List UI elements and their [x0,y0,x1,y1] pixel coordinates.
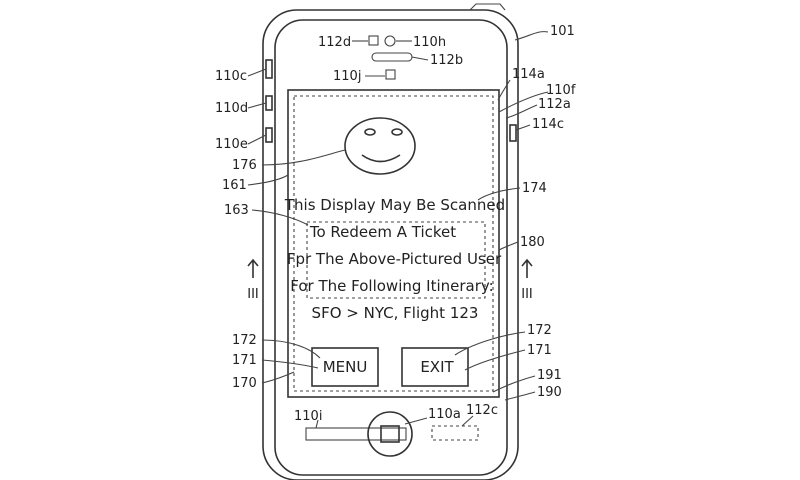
label-170: 170 [232,376,257,391]
home-button-square [380,425,400,443]
label-114c: 114c [532,117,564,132]
display-region-161 [293,95,494,392]
region-112c [431,425,479,441]
display-line-5: SFO > NYC, Flight 123 [312,304,479,322]
side-button-110d [265,95,273,111]
label-171-right: 171 [527,343,552,358]
label-161: 161 [222,178,247,193]
display-line-3: Fpr The Above-Pictured User [287,250,502,268]
speaker-slot-112b [371,52,413,62]
label-101: 101 [550,24,575,39]
exit-button[interactable]: EXIT [401,347,469,387]
smiley-face-176 [344,117,416,175]
label-163: 163 [224,203,249,218]
display-line-2: To Redeem A Ticket [309,223,456,241]
menu-button-label: MENU [323,358,368,376]
smiley-left-eye [364,128,376,136]
label-112c: 112c [466,403,498,418]
label-190: 190 [537,385,562,400]
label-112d: 112d [318,35,351,50]
menu-button[interactable]: MENU [311,347,379,387]
label-110a: 110a [428,407,461,422]
slider-110i[interactable] [305,427,407,441]
sensor-110j [385,69,396,80]
display-line-4: For The Following Itinerary: [290,277,493,295]
phone-outer-housing [262,9,519,480]
top-edge-button [469,3,506,11]
label-171-left: 171 [232,353,257,368]
label-110j: 110j [333,69,361,84]
section-arrow-right [521,258,533,278]
section-arrow-left [247,258,259,278]
side-button-110e [265,127,273,143]
label-112b: 112b [430,53,463,68]
label-110i: 110i [294,409,322,424]
label-180: 180 [520,235,545,250]
section-label-right: III [521,287,533,302]
phone-inner-housing [274,19,508,476]
smiley-right-eye [391,128,403,136]
smiley-mouth [361,154,401,163]
label-174: 174 [522,181,547,196]
label-110d: 110d [215,101,248,116]
label-112a: 112a [538,97,571,112]
label-191: 191 [537,368,562,383]
leader-lines [247,31,549,429]
display-line-1: This Display May Be Scanned [284,196,505,214]
label-110c: 110c [215,69,247,84]
scan-region-163 [306,221,486,299]
label-172-right: 172 [527,323,552,338]
label-110e: 110e [215,137,248,152]
side-button-114c [509,124,517,142]
display-screen-180 [287,89,500,398]
home-button-110a[interactable] [367,411,413,457]
camera-110h [384,35,396,47]
label-114a: 114a [512,67,545,82]
exit-button-label: EXIT [420,358,454,376]
side-button-110c [265,59,273,79]
label-110h: 110h [413,35,446,50]
section-label-left: III [247,287,259,302]
label-176: 176 [232,158,257,173]
label-172-left: 172 [232,333,257,348]
sensor-112d [368,35,379,46]
label-110f: 110f [546,83,576,98]
